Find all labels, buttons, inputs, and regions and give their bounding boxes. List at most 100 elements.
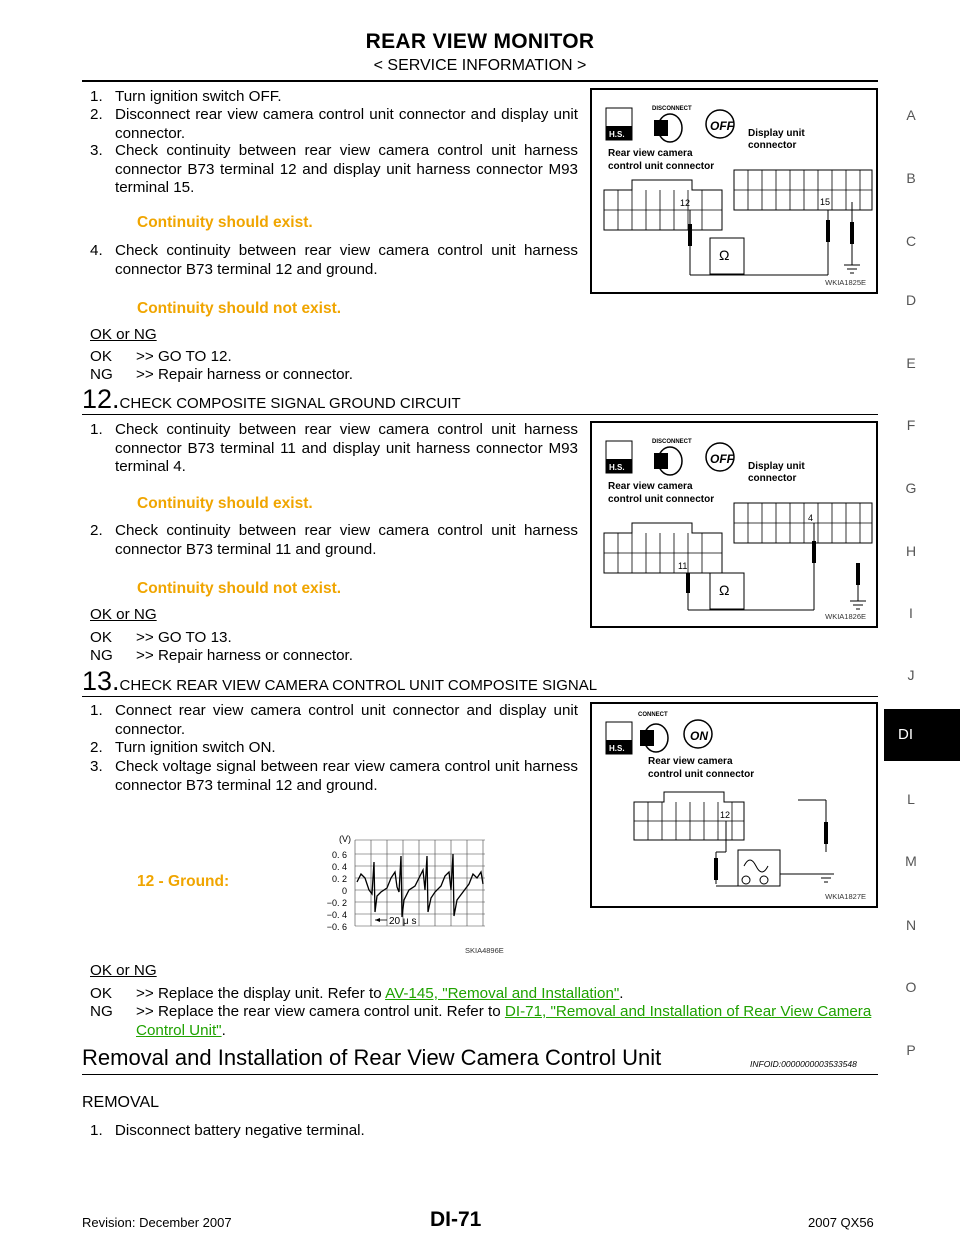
sidebar-letter[interactable]: F (906, 417, 916, 433)
info-id: INFOID:0000000003533548 (750, 1059, 857, 1069)
ok-ng-label: OK or NG (90, 962, 157, 979)
step-number: 4. (90, 242, 103, 259)
svg-text:H.S.: H.S. (609, 744, 625, 753)
sidebar-letter[interactable]: M (905, 853, 917, 869)
subheading: REMOVAL (82, 1094, 160, 1111)
svg-text:DISCONNECT: DISCONNECT (652, 439, 692, 445)
figure-code: WKIA1827E (825, 892, 866, 901)
svg-text:connector: connector (748, 473, 796, 484)
spec-value: Continuity should not exist. (137, 580, 342, 597)
svg-text:Rear view camera: Rear view camera (608, 481, 693, 492)
sidebar-letter[interactable]: G (905, 480, 917, 496)
waveform-timebase: 20 μ s (389, 916, 416, 927)
step-number: 3. (90, 758, 103, 775)
display-unit-label: Display unit (748, 128, 805, 139)
step-text: Check continuity between rear view camer… (115, 522, 578, 558)
waveform-figure: (V) 0. 6 0. 4 0. 2 0 −0. 2 −0. 4 −0. 6 2… (325, 832, 504, 955)
step-number: 1. (90, 88, 103, 105)
spec-value: Continuity should exist. (137, 495, 313, 512)
wiring-figure: H.S. DISCONNECT OFF Display unit connect… (590, 421, 878, 628)
section-rule (82, 696, 878, 697)
svg-text:Rear view camera: Rear view camera (648, 756, 733, 767)
step-text: Disconnect battery negative terminal. (114, 1122, 365, 1139)
step-item: 2. Check continuity between rear view ca… (90, 522, 578, 559)
ok-result: OK>> GO TO 13. (90, 629, 232, 646)
ref-link[interactable]: AV-145, "Removal and Installation" (385, 985, 620, 1002)
figure-code: WKIA1826E (825, 612, 866, 621)
step-number: 2. (90, 739, 103, 756)
spec-label: 12 - Ground: (137, 873, 230, 890)
step-text: Check continuity between rear view camer… (115, 142, 578, 196)
section-number: 13. (82, 666, 120, 696)
sidebar-letter[interactable]: N (905, 917, 917, 933)
svg-text:CONNECT: CONNECT (638, 712, 668, 718)
svg-text:12: 12 (720, 810, 730, 820)
terminal-number: 12 (680, 198, 690, 208)
ng-result: NG>> Repair harness or connector. (90, 366, 353, 383)
ref-link[interactable]: DI-71, "Removal and Installation of Rear… (136, 1003, 872, 1039)
sidebar-letter[interactable]: J (907, 667, 915, 683)
footer-revision: Revision: December 2007 (82, 1215, 232, 1230)
svg-text:−0. 6: −0. 6 (327, 922, 347, 932)
sidebar-letter[interactable]: L (907, 791, 915, 807)
step-number: 2. (90, 106, 103, 123)
step-number: 3. (90, 142, 103, 159)
sidebar-letter[interactable]: O (905, 979, 917, 995)
svg-text:Display unit: Display unit (748, 461, 805, 472)
page-title: REAR VIEW MONITOR (365, 30, 595, 53)
svg-text:Ω: Ω (719, 247, 729, 263)
sidebar-letter[interactable]: A (906, 107, 916, 123)
step-item: 2. Disconnect rear view camera control u… (90, 106, 578, 143)
section-heading: 13.CHECK REAR VIEW CAMERA CONTROL UNIT C… (82, 666, 597, 697)
step-number: 1. (90, 1122, 103, 1139)
step-item: 2. Turn ignition switch ON. (90, 739, 578, 758)
figure-code: SKIA4896E (465, 946, 504, 955)
figure-code: WKIA1825E (825, 278, 866, 287)
ok-ng-label: OK or NG (90, 606, 157, 623)
footer-model: 2007 QX56 (808, 1215, 874, 1230)
ng-result: NG >> Replace the rear view camera contr… (90, 1003, 872, 1039)
step-text: Connect rear view camera control unit co… (115, 702, 578, 738)
sidebar-letter[interactable]: P (906, 1042, 916, 1058)
page-number: DI-71 (430, 1208, 482, 1231)
svg-text:H.S.: H.S. (609, 463, 625, 472)
sidebar-letter[interactable]: B (906, 170, 916, 186)
step-item: 1. Connect rear view camera control unit… (90, 702, 578, 739)
step-text: Turn ignition switch ON. (115, 739, 276, 756)
step-text: Turn ignition switch OFF. (115, 88, 282, 105)
sidebar-letter[interactable]: I (909, 605, 913, 621)
wiring-figure: H.S. CONNECT ON Rear view camera control… (590, 702, 878, 908)
section-title: CHECK REAR VIEW CAMERA CONTROL UNIT COMP… (119, 677, 598, 694)
ng-result: NG>> Repair harness or connector. (90, 647, 353, 664)
svg-text:Ω: Ω (719, 582, 729, 598)
page-subtitle: < SERVICE INFORMATION > (373, 57, 587, 74)
section-title: CHECK COMPOSITE SIGNAL GROUND CIRCUIT (119, 395, 461, 412)
svg-text:0. 4: 0. 4 (332, 862, 347, 872)
step-number: 2. (90, 522, 103, 539)
step-text: Disconnect rear view camera control unit… (115, 106, 578, 142)
step-item: 1. Turn ignition switch OFF. (90, 88, 578, 107)
waveform-unit: (V) (339, 834, 351, 844)
svg-text:0. 6: 0. 6 (332, 850, 347, 860)
step-item: 3. Check voltage signal between rear vie… (90, 758, 578, 795)
wiring-figure: H.S. DISCONNECT OFF Display unit connect… (590, 88, 878, 294)
svg-text:0: 0 (342, 886, 347, 896)
active-section-tab[interactable]: DI (884, 709, 960, 761)
svg-text:11: 11 (678, 561, 687, 571)
svg-text:control unit connector: control unit connector (608, 494, 714, 505)
sidebar-letter[interactable]: H (905, 543, 917, 559)
step-number: 1. (90, 702, 103, 719)
svg-text:−0. 4: −0. 4 (327, 910, 347, 920)
ok-result: OK>> Replace the display unit. Refer to … (90, 985, 624, 1002)
hs-badge-text: H.S. (609, 130, 625, 139)
step-text: Check voltage signal between rear view c… (115, 758, 578, 794)
spec-value: Continuity should not exist. (137, 300, 342, 317)
terminal-number: 15 (820, 197, 830, 207)
sidebar-letter[interactable]: C (905, 233, 917, 249)
step-text: Check continuity between rear view camer… (115, 421, 578, 475)
sidebar-letter[interactable]: D (905, 292, 917, 308)
step-number: 1. (90, 421, 103, 438)
sidebar-letter[interactable]: E (906, 355, 916, 371)
svg-text:0. 2: 0. 2 (332, 874, 347, 884)
svg-text:ON: ON (690, 729, 708, 743)
